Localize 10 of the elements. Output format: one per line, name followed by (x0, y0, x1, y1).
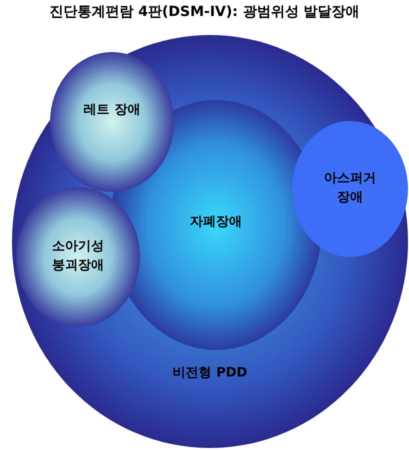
region-label: 비전형 PDD (172, 364, 248, 382)
region-label: 소아기성 붕괴장애 (51, 238, 105, 275)
ellipse-region (50, 52, 174, 192)
ellipse-region (292, 121, 408, 257)
ellipse-region (16, 187, 140, 327)
region-label: 아스퍼거 장애 (323, 170, 377, 207)
diagram-title: 진단통계편람 4판(DSM-IV): 광범위성 발달장애 (48, 3, 361, 21)
ellipse-region (12, 35, 408, 448)
region-label: 레트 장애 (82, 101, 142, 120)
region-label: 자폐장애 (189, 213, 243, 232)
